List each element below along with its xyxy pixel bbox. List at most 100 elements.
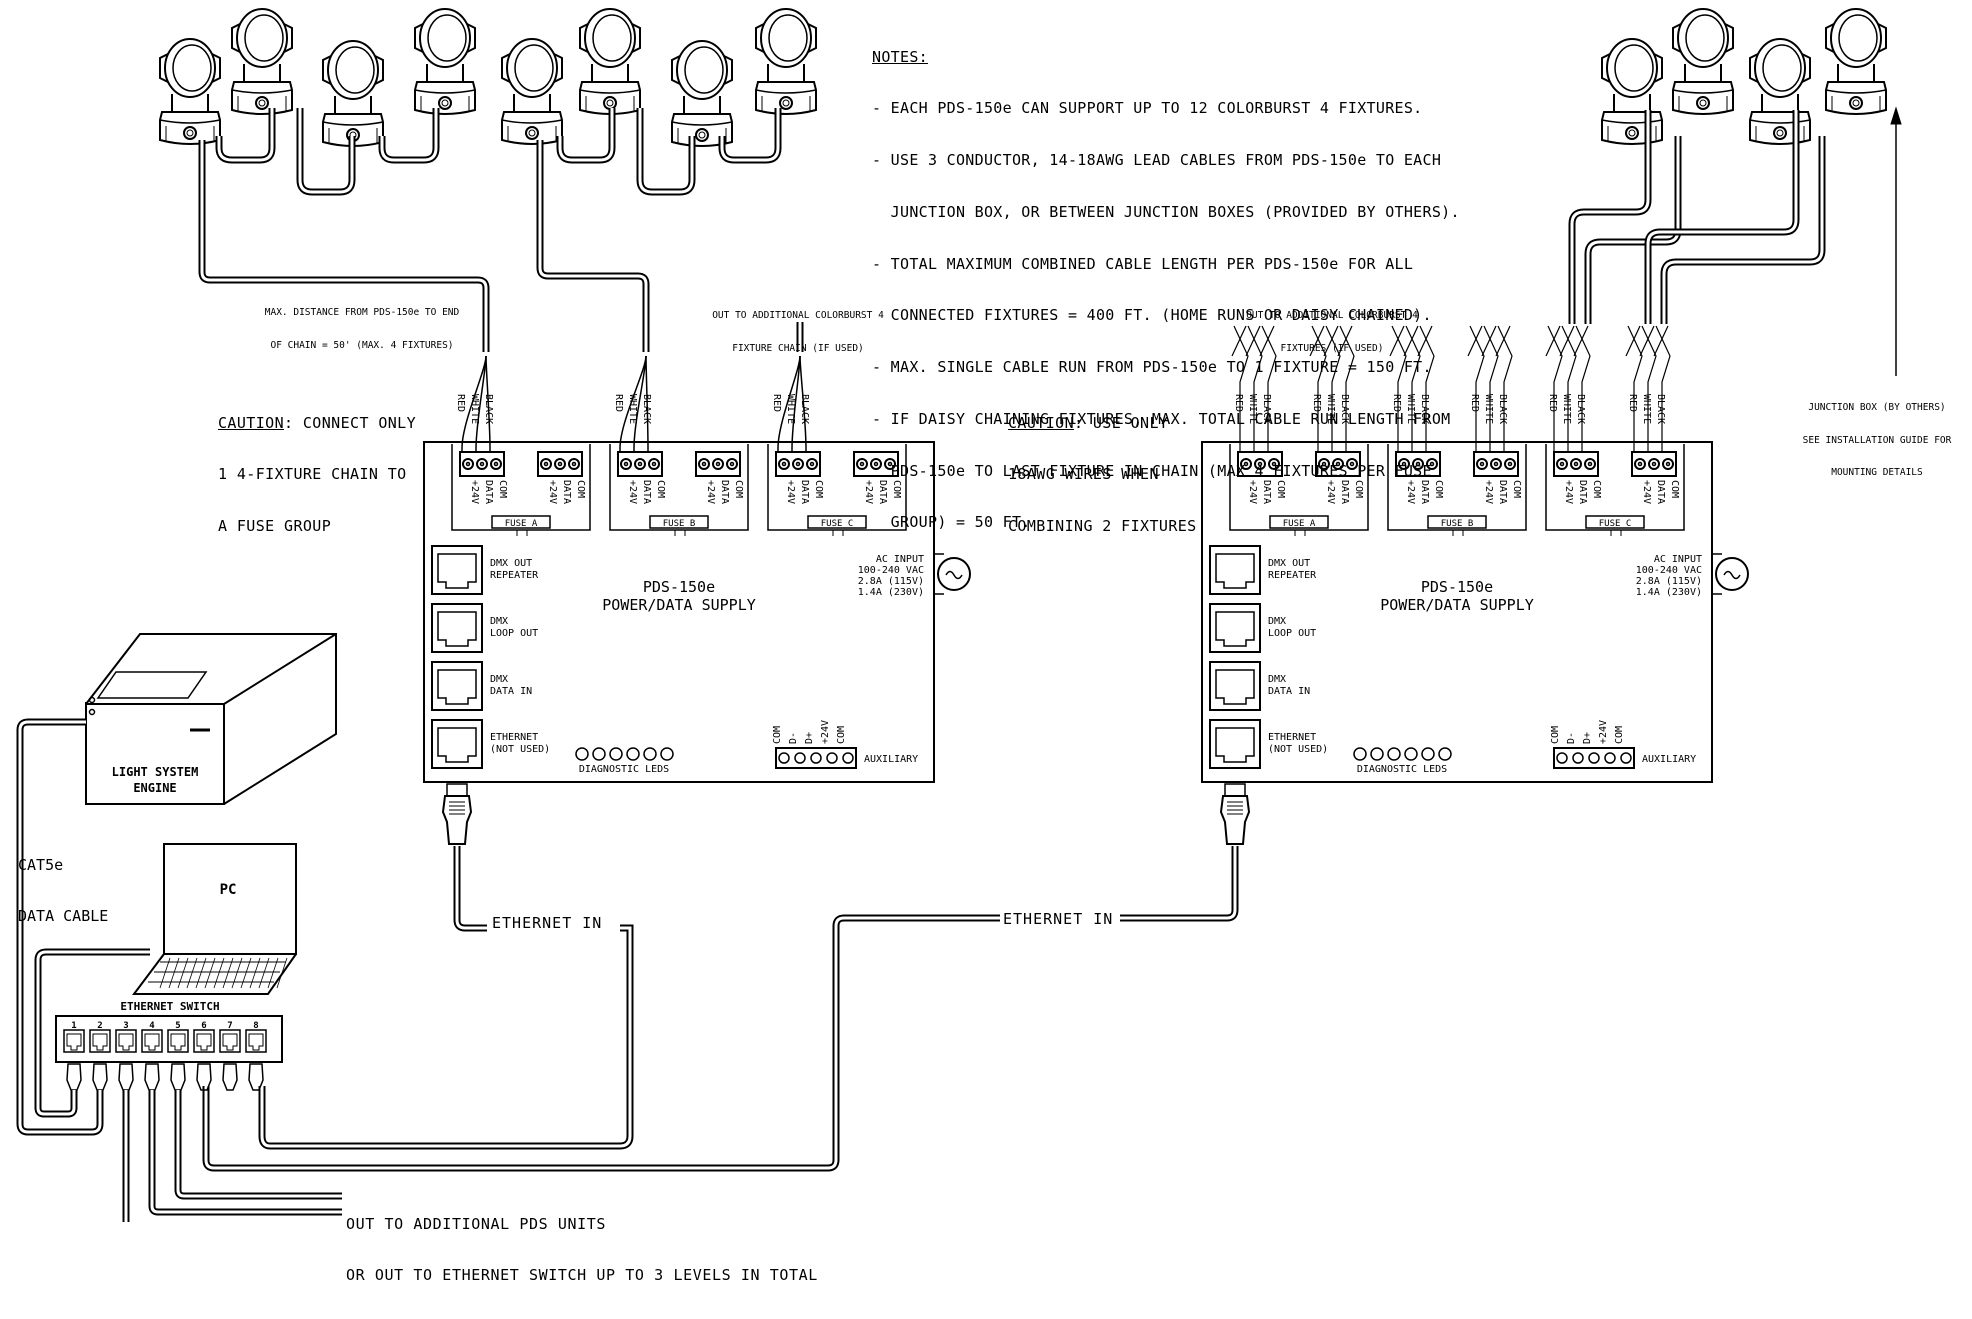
wire-color-label: RED: [1469, 394, 1480, 412]
wire-color-label: WHITE: [1405, 394, 1416, 424]
terminal-label: +24V: [1563, 480, 1574, 504]
terminal-dot: [1243, 461, 1249, 467]
terminal-screw: [1268, 458, 1280, 470]
terminal-label: COM: [1591, 480, 1602, 498]
conductor-wire: [1561, 325, 1577, 452]
colorburst-fixture: [1825, 8, 1887, 115]
out-fixtures-line: OUT TO ADDITIONAL COLORBURST 4: [1246, 309, 1418, 321]
note-line: GROUP) = 50 FT.: [872, 513, 1031, 532]
rj45-plug: [196, 1063, 212, 1091]
terminal-screw: [1426, 458, 1438, 470]
fixture-base-line: [501, 119, 563, 124]
cable-line: [558, 108, 614, 162]
fixture-base-line: [1825, 89, 1887, 94]
conductor-wire: [1467, 325, 1483, 357]
fixture-lens: [172, 44, 212, 92]
bottom-note: OUT TO ADDITIONAL PDS UNITS OR OUT TO ET…: [346, 1181, 818, 1319]
terminal-label: +24V: [1483, 480, 1494, 504]
fixture-base-rib: [507, 126, 557, 142]
conductor-wire: [1559, 325, 1575, 357]
terminal-screw: [792, 458, 804, 470]
caution-text: : CONNECT ONLY: [284, 413, 417, 432]
switch-port-number: 7: [227, 1021, 232, 1031]
fuse-label: FUSE B: [663, 519, 696, 529]
terminal-screw: [726, 458, 738, 470]
fixture-base-line: [1601, 119, 1663, 124]
rj45-port: [431, 545, 483, 595]
wire-color-label: BLACK: [1655, 394, 1666, 424]
fixture-yoke: [1684, 64, 1722, 82]
conductor-wire: [485, 355, 491, 452]
aux-screw: [826, 752, 838, 764]
switch-port: [115, 1029, 137, 1053]
caution-left: CAUTION: CONNECT ONLY 1 4-FIXTURE CHAIN …: [218, 380, 416, 570]
terminal-screw: [648, 458, 660, 470]
fixture-lens: [1685, 14, 1725, 62]
fixture-base: [1749, 111, 1811, 145]
terminal-block: [695, 451, 741, 477]
conductor-wire: [1419, 325, 1435, 452]
engine-edge: [223, 633, 337, 705]
conductor-wire: [1405, 325, 1421, 452]
fuse-group-outline: [767, 444, 907, 531]
diagnostic-led: [1387, 747, 1401, 761]
terminal-screw: [1240, 458, 1252, 470]
switch-port-number: 6: [201, 1021, 206, 1031]
notes-block: NOTES: - EACH PDS-150e CAN SUPPORT UP TO…: [872, 14, 1460, 566]
switch-port: [63, 1029, 85, 1053]
cable-line: [298, 108, 354, 194]
aux-pin-label: D+: [804, 732, 815, 744]
colorburst-fixture: [159, 38, 221, 145]
terminal-label: DATA: [641, 480, 652, 504]
laptop-keys: [159, 957, 171, 989]
fixture-gland: [695, 128, 709, 142]
terminal-label: +24V: [1405, 480, 1416, 504]
rj45-jack: [1215, 727, 1255, 763]
terminal-dot: [1271, 461, 1277, 467]
cable-line: [536, 140, 650, 352]
conductor-wire: [1323, 325, 1339, 357]
fixture-fin: [671, 55, 681, 85]
port-label: LOOP OUT: [1268, 628, 1316, 639]
rj45-plug: [222, 1063, 238, 1091]
caution-word: CAUTION: [218, 413, 285, 432]
switch-port-number: 4: [149, 1021, 155, 1031]
terminal-screw: [778, 458, 790, 470]
port-label: ETHERNET: [490, 732, 538, 743]
fixture-yoke: [1761, 94, 1799, 112]
engine-led: [88, 696, 96, 704]
conductor-wire: [1481, 325, 1497, 357]
wire-color-label: BLACK: [641, 394, 652, 424]
fixture-base: [501, 111, 563, 145]
terminal-screw: [568, 458, 580, 470]
aux-screw: [794, 752, 806, 764]
fixture-lens: [427, 14, 467, 62]
terminal-label: DATA: [877, 480, 888, 504]
caution-text: 1 4-FIXTURE CHAIN TO: [218, 465, 407, 484]
fuse-group-outline: [1545, 444, 1685, 531]
terminal-block: [1631, 451, 1677, 477]
colorburst-fixture: [322, 40, 384, 147]
wire-color-label: WHITE: [1247, 394, 1258, 424]
conductor-wire: [1337, 325, 1353, 357]
terminal-block: [617, 451, 663, 477]
cable-line: [204, 916, 1000, 1170]
rj45-plug-head: [1224, 783, 1246, 797]
conductor-wire: [1575, 325, 1591, 452]
conductor-wire: [1625, 325, 1641, 357]
wire-color-label: RED: [1233, 394, 1244, 412]
ac-wave-icon: [1723, 570, 1741, 580]
terminal-label: DATA: [1577, 480, 1588, 504]
wire-color-label: RED: [771, 394, 782, 412]
note-line: JUNCTION BOX, OR BETWEEN JUNCTION BOXES …: [872, 202, 1460, 221]
conductor-wire: [645, 355, 649, 452]
laptop-keys: [222, 957, 234, 989]
cable-line: [556, 108, 616, 164]
cat5e-label: CAT5e DATA CABLE: [18, 822, 108, 960]
terminal-dot: [465, 461, 471, 467]
rj45-plug: [1219, 795, 1251, 845]
terminal-dot: [1665, 461, 1671, 467]
cable-line: [1646, 110, 1798, 324]
switch-port-number: 8: [253, 1021, 258, 1031]
aux-pin-label: +24V: [820, 720, 831, 744]
